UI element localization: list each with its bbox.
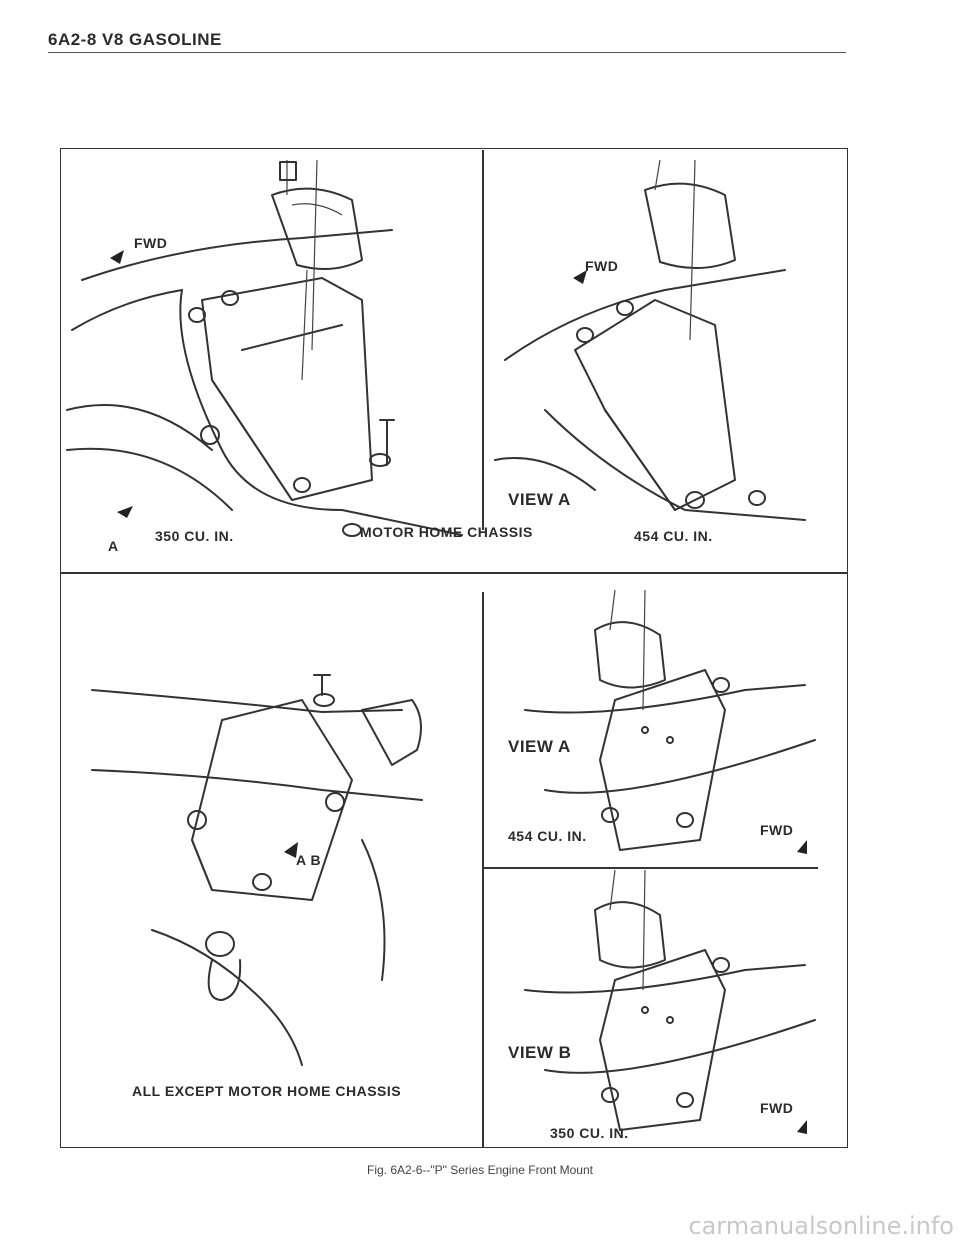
engine-label-454-bottom: 454 CU. IN.: [508, 828, 587, 844]
page-header: 6A2-8 V8 GASOLINE: [48, 30, 222, 49]
divider-bottom-vertical: [482, 592, 484, 1148]
figure-caption: Fig. 6A2-6--"P" Series Engine Front Moun…: [367, 1163, 593, 1177]
header-rule: [48, 52, 846, 53]
engine-label-350-bottom: 350 CU. IN.: [550, 1125, 629, 1141]
view-marker-a: A: [108, 538, 119, 554]
fwd-label-view-b: FWD: [760, 1100, 794, 1116]
watermark: carmanualsonline.info: [688, 1212, 954, 1240]
view-a-label-top: VIEW A: [508, 490, 571, 509]
illustration-all-except-motor-home: [91, 674, 423, 1066]
illustration-350-view-b: [524, 869, 816, 1134]
view-a-label-bottom: VIEW A: [508, 737, 571, 756]
illustration-454-view-a-lower: [524, 589, 816, 854]
chassis-label-all-except: ALL EXCEPT MOTOR HOME CHASSIS: [132, 1083, 402, 1099]
divider-horizontal: [60, 572, 848, 574]
illustration-454-view-a: [494, 159, 806, 521]
divider-bottom-right: [482, 867, 818, 869]
fwd-label-top-right: FWD: [585, 258, 619, 274]
engine-label-454-top: 454 CU. IN.: [634, 528, 713, 544]
fwd-label-view-a: FWD: [760, 822, 794, 838]
illustration-350-motor-home: [66, 159, 463, 537]
divider-top-vertical: [482, 150, 484, 530]
view-b-label: VIEW B: [508, 1043, 572, 1062]
fwd-label-top-left: FWD: [134, 235, 168, 251]
marker-a-b: A B: [296, 852, 322, 868]
engine-label-350-top: 350 CU. IN.: [155, 528, 234, 544]
chassis-label-motor-home: MOTOR HOME CHASSIS: [360, 524, 533, 540]
figure-frame: [60, 148, 848, 1148]
